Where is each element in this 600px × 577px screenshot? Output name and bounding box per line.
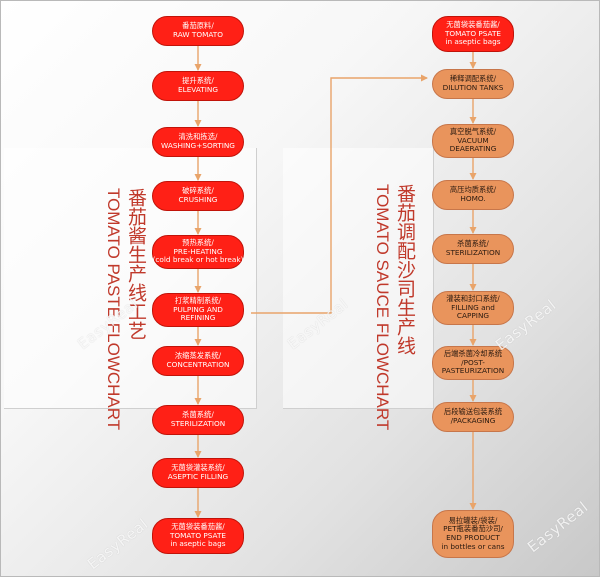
sauce-step: 高压均质系统/HOMO.	[432, 180, 514, 210]
paste-step-en-label: REFINING	[180, 313, 216, 323]
sauce-step-en-label: CAPPING	[456, 311, 490, 321]
sauce-step-en-label: PASTEURIZATION	[441, 366, 505, 376]
sauce-title-en: TOMATO SAUCE FLOWCHART	[373, 184, 392, 431]
paste-step-zh-label: 清洗和拣选/	[178, 132, 218, 142]
paste-step-en-label: TOMATO PSATE	[169, 530, 227, 540]
sauce-step-en-label: DILUTION TANKS	[442, 83, 504, 92]
paste-title-zh: 番茄酱生产线工艺	[125, 188, 147, 340]
sauce-title: 番茄调配沙司生产线 TOMATO SAUCE FLOWCHART	[372, 184, 419, 430]
paste-step-en-label: RAW TOMATO	[172, 30, 224, 39]
sauce-step: 后端杀菌冷却系统/POST-PASTEURIZATION	[432, 346, 514, 380]
paste-step-en-label: ELEVATING	[178, 85, 218, 94]
sauce-step-en-label: in aseptic bags	[445, 37, 501, 47]
paste-step: 破碎系统/CRUSHING	[152, 181, 244, 211]
paste-step-zh-label: 无菌袋灌装系统/	[171, 463, 225, 473]
sauce-step-en-label: /PACKAGING	[450, 416, 496, 425]
paste-step-en-label: PRE-HEATING	[173, 246, 223, 256]
paste-step-zh-label: 杀菌系统/	[182, 410, 214, 420]
sauce-step-en-label: STERILIZATION	[445, 248, 501, 257]
paste-step: 杀菌系统/STERILIZATION	[152, 405, 244, 435]
sauce-step-en-label: END PRODUCT	[446, 533, 500, 542]
paste-step-en-label: in aseptic bags	[170, 539, 226, 549]
sauce-step-zh-label: 后段输送包装系统	[443, 407, 503, 417]
sauce-step-en-label: HOMO.	[460, 194, 486, 203]
paste-step-zh-label: 番茄原料/	[182, 21, 214, 31]
sauce-step-zh-label: 稀释调配系统/	[449, 74, 497, 84]
paste-to-sauce-connector	[251, 74, 428, 314]
sauce-step-en-label: /POST-	[461, 357, 485, 367]
paste-step: 无菌袋灌装系统/ASEPTIC FILLING	[152, 458, 244, 488]
paste-step-en-label: CONCENTRATION	[166, 360, 230, 369]
sauce-step-en-label: TOMATO PSATE	[444, 28, 502, 38]
paste-step-en-label: WASHING+SORTING	[161, 141, 235, 150]
paste-title-en: TOMATO PASTE FLOWCHART	[104, 188, 123, 431]
paste-step-en-label: CRUSHING	[178, 195, 218, 204]
paste-step: 提升系统/ELEVATING	[152, 71, 244, 101]
paste-step-zh-label: 预热系统/	[182, 238, 214, 248]
paste-step-en-label: STERILIZATION	[170, 419, 226, 428]
paste-step: 清洗和拣选/WASHING+SORTING	[152, 127, 244, 157]
paste-step-zh-label: 打浆精制系统/	[174, 296, 222, 306]
sauce-step-zh-label: 杀菌系统/	[457, 239, 489, 249]
sauce-step-zh-label: 后端杀菌冷却系统	[443, 349, 503, 359]
paste-step: 浓缩蒸发系统/CONCENTRATION	[152, 346, 244, 376]
sauce-step: 后段输送包装系统/PACKAGING	[432, 402, 514, 432]
sauce-step-zh-label: 易拉罐装/袋装/	[448, 515, 498, 525]
paste-step: 番茄原料/RAW TOMATO	[152, 16, 244, 46]
sauce-step: 杀菌系统/STERILIZATION	[432, 234, 514, 264]
sauce-step-zh-label: 真空脱气系统/	[449, 127, 497, 137]
paste-step-zh-label: 提升系统/	[182, 76, 214, 86]
paste-title: 番茄酱生产线工艺 TOMATO PASTE FLOWCHART	[103, 188, 150, 430]
paste-step-zh-label: 浓缩蒸发系统/	[174, 351, 222, 361]
sauce-step-en-label: DEAERATING	[449, 144, 497, 154]
sauce-step-zh-label: 灌装和封口系统/	[446, 294, 500, 304]
paste-step-en-label: PULPING AND	[173, 304, 223, 314]
sauce-step-zh-label: 无菌袋装番茄酱/	[446, 20, 500, 30]
paste-step-zh-label: 破碎系统/	[182, 186, 214, 196]
sauce-step-en-label: in bottles or cans	[441, 541, 505, 551]
sauce-title-zh: 番茄调配沙司生产线	[394, 184, 416, 355]
paste-step-en-label: (cold break or hot break)	[152, 255, 244, 265]
paste-step-zh-label: 无菌袋装番茄酱/	[171, 522, 225, 532]
sauce-step-en-label: FILLING and	[451, 302, 495, 312]
sauce-panel	[283, 148, 434, 409]
sauce-step: 稀释调配系统/DILUTION TANKS	[432, 69, 514, 99]
sauce-step-en-label: VACUUM	[457, 135, 489, 145]
paste-step: 预热系统/PRE-HEATING(cold break or hot break…	[152, 235, 244, 269]
sauce-step-en-label: PET瓶装番茄沙司/	[443, 524, 503, 534]
sauce-step-zh-label: 高压均质系统/	[449, 185, 497, 195]
paste-step-en-label: ASEPTIC FILLING	[167, 472, 229, 481]
